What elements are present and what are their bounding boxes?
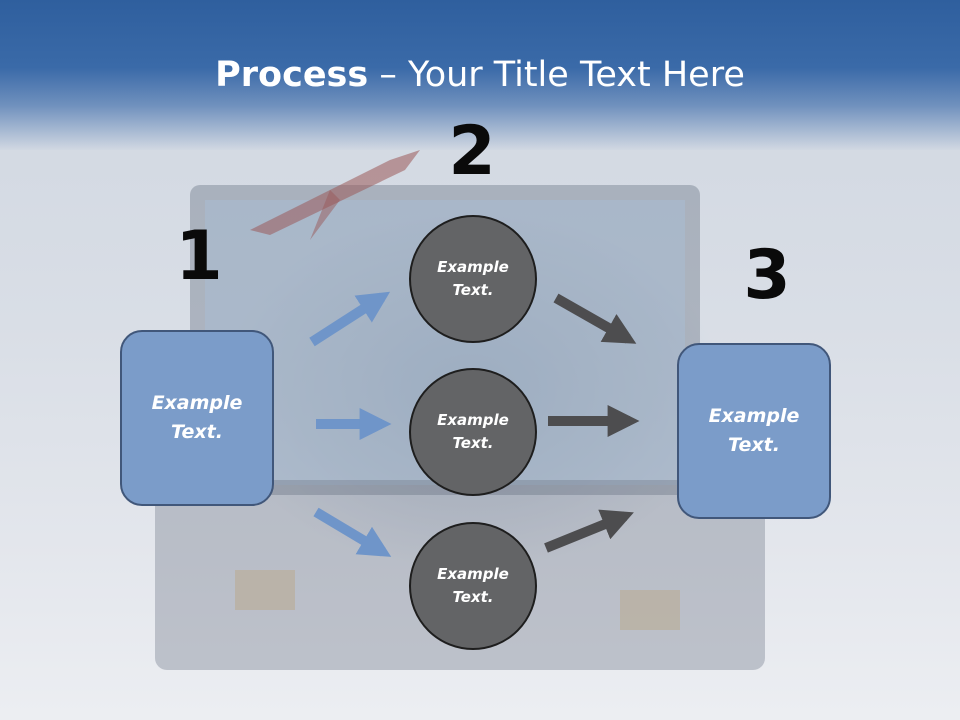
circle-top: Example Text. [409,215,537,343]
step-box-left-text: Example Text. [151,392,243,443]
step-box-left: Example Text. [120,330,274,506]
step-number-2: 2 [448,112,496,191]
step-box-right-text: Example Text. [708,405,800,456]
title-rest: – Your Title Text Here [368,55,745,95]
arrow-bottom-to-right [544,509,634,553]
arrow-top-to-right [553,293,637,344]
step-number-3: 3 [743,236,791,315]
airplane-icon [250,150,420,240]
circle-top-text: Example Text. [437,258,509,299]
arrow-left-to-top [309,291,391,347]
circle-middle: Example Text. [409,368,537,496]
slide-title: Process – Your Title Text Here [0,52,960,98]
title-bar [0,0,960,150]
circle-middle-text: Example Text. [437,411,509,452]
step-number-1: 1 [175,217,223,296]
arrow-left-to-bottom [313,507,392,557]
step-box-right: Example Text. [677,343,831,519]
circle-bottom: Example Text. [409,522,537,650]
title-bold: Process [215,55,369,95]
circle-bottom-text: Example Text. [437,565,509,606]
